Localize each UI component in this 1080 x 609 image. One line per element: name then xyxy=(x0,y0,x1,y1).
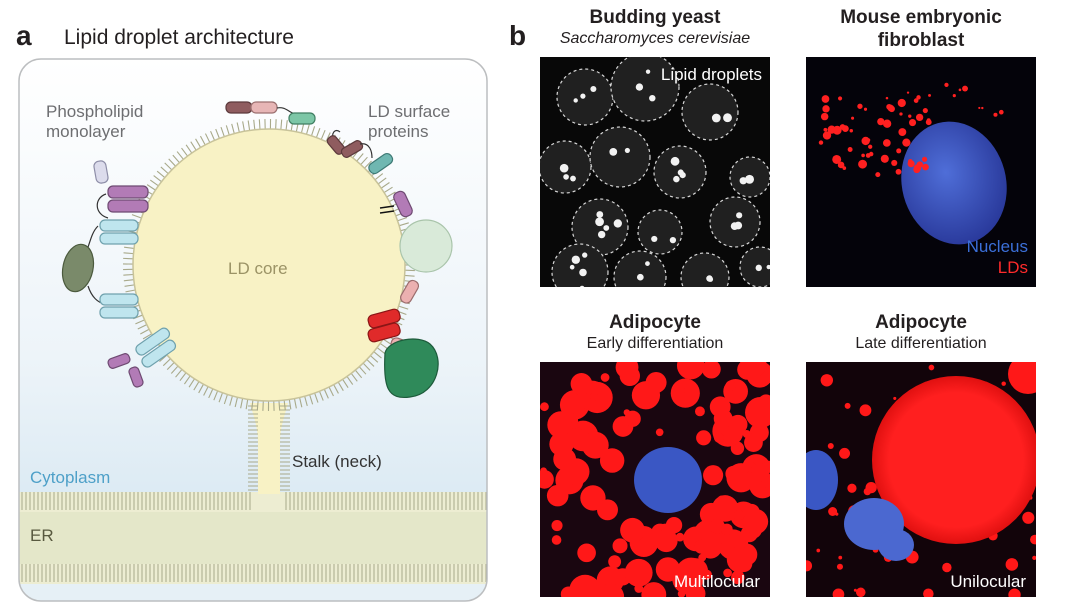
panel-b-letter: b xyxy=(509,20,527,51)
panel-a-title: Lipid droplet architecture xyxy=(64,26,294,49)
ld-core xyxy=(133,129,405,401)
adipocyte-late-title: Adipocyte xyxy=(875,312,967,333)
unilocular-droplet xyxy=(872,376,1036,544)
stalk-neck xyxy=(250,403,288,494)
adipocyte-early-title-block: Adipocyte Early differentiation xyxy=(540,311,770,353)
yeast-title: Budding yeast xyxy=(589,7,721,28)
phospholipid-label-line2: monolayer xyxy=(46,122,126,141)
mef-title-block: Mouse embryonic fibroblast xyxy=(806,6,1036,52)
stalk-label: Stalk (neck) xyxy=(292,452,382,471)
yeast-subtitle: Saccharomyces cerevisiae xyxy=(559,30,751,47)
surface-proteins-label: LD surface proteins xyxy=(368,102,450,142)
surface-proteins-label-line2: proteins xyxy=(368,122,429,141)
yeast-micrograph: Lipid droplets xyxy=(540,57,770,287)
mef-title: Mouse embryonic xyxy=(840,7,1002,28)
adipocyte-late-micrograph: Unilocular xyxy=(806,362,1036,597)
adipocyte-late-subtitle: Late differentiation xyxy=(855,335,987,352)
adipocyte-early-title: Adipocyte xyxy=(609,312,701,333)
nucleus-label: Nucleus xyxy=(966,237,1028,256)
surface-proteins-label-line1: LD surface xyxy=(368,102,451,121)
early-nucleus xyxy=(634,447,702,513)
er-lumen xyxy=(19,512,487,564)
ld-core-label: LD core xyxy=(228,259,288,278)
phospholipid-label: Phospholipid monolayer xyxy=(46,102,143,142)
adipocyte-early-subtitle: Early differentiation xyxy=(586,335,724,352)
lipid-droplets-label: Lipid droplets xyxy=(660,65,762,84)
adipocyte-early-micrograph: Multilocular xyxy=(540,362,770,597)
mef-micrograph: Nucleus LDs xyxy=(806,57,1036,287)
lipid-droplet-diagram xyxy=(18,58,488,602)
yeast-title-block: Budding yeast Saccharomyces cerevisiae xyxy=(540,6,770,48)
mef-title-line2: fibroblast xyxy=(877,30,965,51)
lds-label: LDs xyxy=(997,258,1028,277)
cytoplasm-label: Cytoplasm xyxy=(30,468,111,487)
adipocyte-late-title-block: Adipocyte Late differentiation xyxy=(806,311,1036,353)
unilocular-label: Unilocular xyxy=(950,572,1026,591)
mef-nucleus xyxy=(901,121,1007,245)
phospholipid-label-line1: Phospholipid xyxy=(46,102,144,121)
multilocular-label: Multilocular xyxy=(674,572,760,591)
er-label: ER xyxy=(30,526,54,545)
surface-proteins xyxy=(61,101,453,399)
panel-a-letter: a xyxy=(16,20,32,51)
